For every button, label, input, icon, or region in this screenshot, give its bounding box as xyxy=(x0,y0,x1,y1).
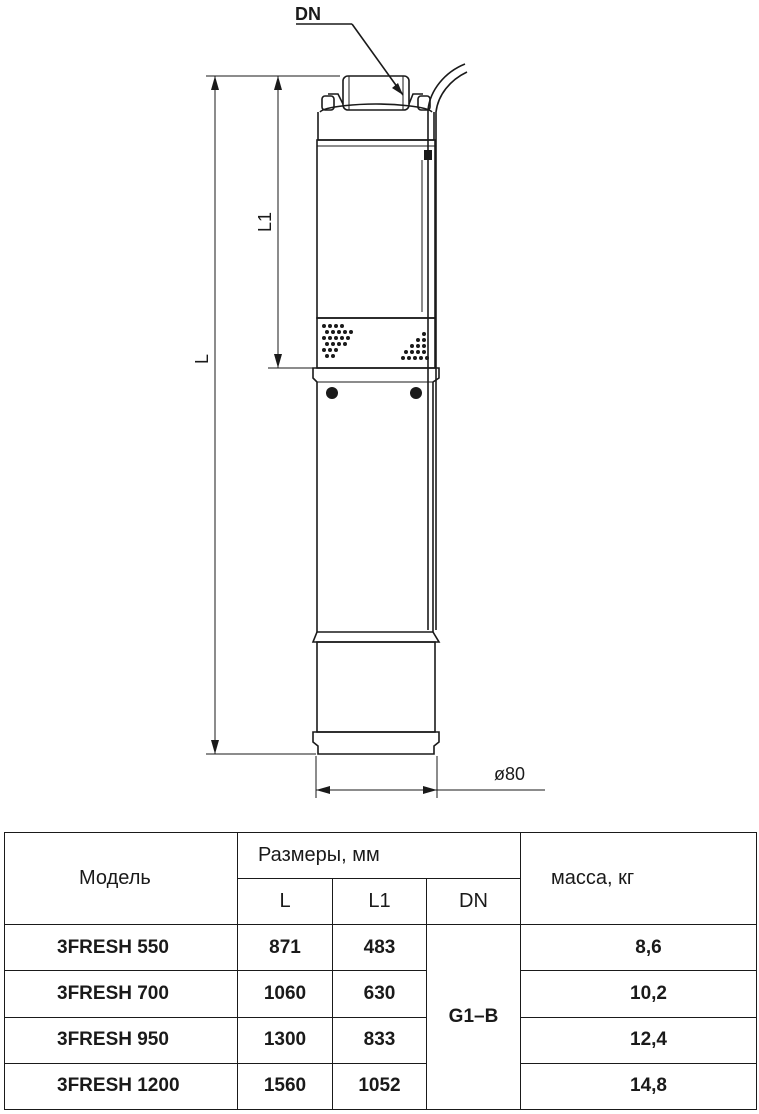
dimension-l-label: L xyxy=(192,354,212,364)
l-cell: 871 xyxy=(237,924,333,972)
l1-column-header: L1 xyxy=(332,878,427,926)
dn-leader-line xyxy=(296,23,404,96)
model-cell: 3FRESH 950 xyxy=(4,1016,238,1064)
table-row: 3FRESH 950 1300 833 12,4 xyxy=(4,1016,757,1064)
dimension-l1 xyxy=(268,75,313,369)
pump-dimension-drawing: DN xyxy=(192,4,545,798)
l-column-header: L xyxy=(237,878,333,926)
specification-table: Модель Размеры, мм масса, кг L L1 DN 3FR… xyxy=(4,831,757,1111)
pump-intake-screen xyxy=(316,317,436,369)
dn-column-header: DN xyxy=(426,878,521,926)
dimension-l1-label: L1 xyxy=(255,212,275,232)
table-row: 3FRESH 700 1060 630 10,2 xyxy=(4,970,757,1018)
dimensions-column-header: Размеры, мм xyxy=(237,831,521,880)
l-cell: 1560 xyxy=(237,1062,333,1111)
pump-motor-section xyxy=(311,367,441,755)
dn-label: DN xyxy=(295,4,321,24)
model-cell: 3FRESH 700 xyxy=(4,970,238,1018)
mass-cell: 14,8 xyxy=(520,1062,757,1111)
model-cell: 3FRESH 550 xyxy=(4,924,238,972)
l-cell: 1060 xyxy=(237,970,333,1018)
mass-cell: 10,2 xyxy=(520,970,757,1018)
dimension-l xyxy=(206,75,340,755)
dimension-diameter-label: ø80 xyxy=(494,764,525,784)
table-header-row: Модель Размеры, мм масса, кг xyxy=(4,831,757,926)
l1-cell: 630 xyxy=(332,970,427,1018)
pump-discharge-head xyxy=(317,75,435,141)
table-row: 3FRESH 550 871 483 G1–B 8,6 xyxy=(4,924,757,1110)
mass-column-header: масса, кг xyxy=(520,831,757,926)
l1-cell: 483 xyxy=(332,924,427,972)
power-cable xyxy=(427,63,468,630)
mass-cell: 8,6 xyxy=(520,924,757,972)
table-row: 3FRESH 1200 1560 1052 14,8 xyxy=(4,1062,757,1111)
model-cell: 3FRESH 1200 xyxy=(4,1062,238,1111)
l1-cell: 1052 xyxy=(332,1062,427,1111)
l1-cell: 833 xyxy=(332,1016,427,1064)
table-subheader-row: L L1 DN xyxy=(5,878,757,926)
dimension-diameter xyxy=(315,756,545,798)
pump-hydraulic-section xyxy=(316,139,436,319)
l-cell: 1300 xyxy=(237,1016,333,1064)
dn-value-cell: G1–B xyxy=(426,924,521,1110)
model-column-header: Модель xyxy=(4,831,238,926)
mass-cell: 12,4 xyxy=(520,1016,757,1064)
